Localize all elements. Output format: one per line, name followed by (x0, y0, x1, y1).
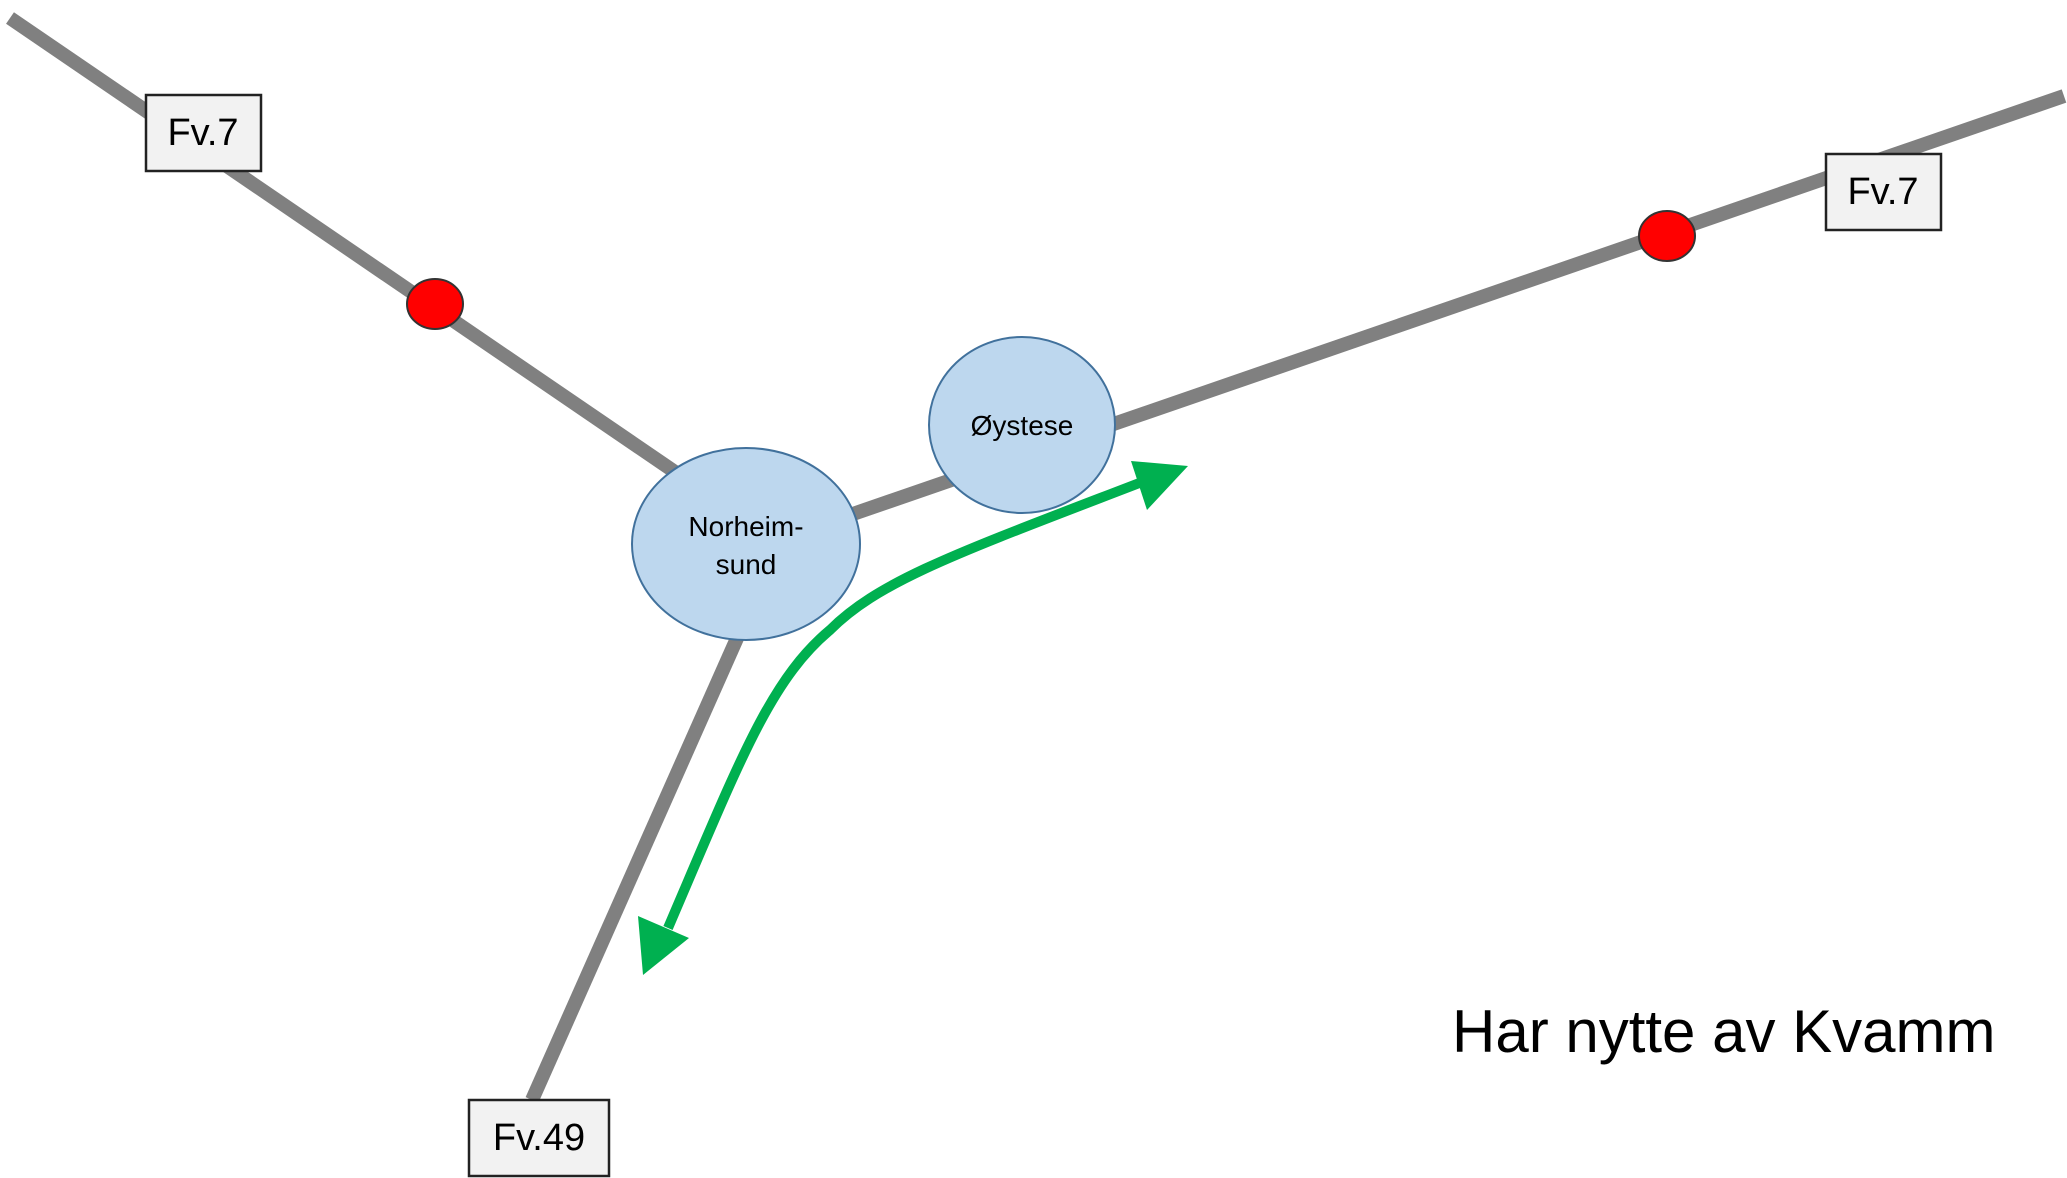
sign-fv7-west-box (144, 93, 263, 173)
route-arrow-head-northeast (1131, 461, 1188, 510)
town-oystese-label: Øystese (971, 410, 1074, 441)
caption-text: Har nytte av Kvamm (1452, 998, 1996, 1065)
sign-fv7-west: Fv.7 (144, 93, 263, 173)
town-oystese-circle (928, 336, 1116, 514)
town-norheimsund-label-line1: Norheim- (688, 511, 803, 542)
sign-fv7-east-box (1824, 152, 1943, 232)
sign-fv7-east: Fv.7 (1824, 152, 1943, 232)
road-fv49 (525, 633, 745, 1103)
sign-fv7-west-label: Fv.7 (167, 112, 238, 154)
stop-marker-west (406, 278, 464, 330)
road-fv7-west (6, 12, 679, 478)
stop-marker-east (1638, 210, 1696, 262)
sign-fv49-box (467, 1098, 611, 1178)
town-norheimsund-label-line2: sund (716, 549, 777, 580)
town-oystese: Øystese (928, 336, 1116, 514)
sign-fv49: Fv.49 (467, 1098, 611, 1178)
route-arrow-icon (638, 461, 1188, 975)
sign-fv49-label: Fv.49 (493, 1117, 585, 1159)
route-arrow-path (663, 477, 1144, 930)
route-arrow-head-southwest (638, 916, 689, 975)
sign-fv7-east-label: Fv.7 (1847, 171, 1918, 213)
town-norheimsund-circle (631, 447, 861, 641)
town-norheimsund: Norheim- sund (631, 447, 861, 641)
